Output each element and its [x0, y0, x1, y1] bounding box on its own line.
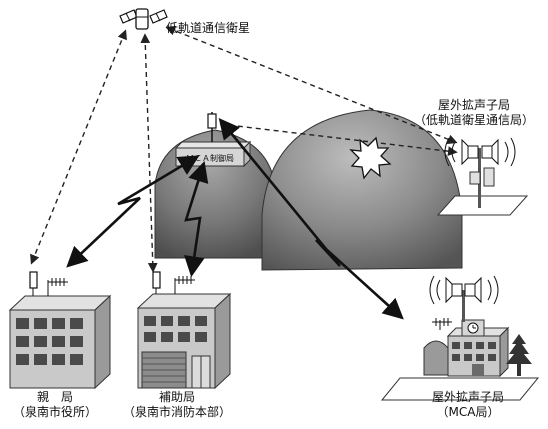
aux-station-label-line1: 補助局 [158, 390, 195, 404]
aux-station-label: 補助局 （泉南市消防本部） [112, 390, 242, 420]
parent-station-label-line2: （泉南市役所） [12, 405, 97, 419]
remote-sat-label-line2: （低軌道衛星通信局） [413, 113, 534, 127]
mca-radio-links [66, 117, 404, 320]
remote-mca-label-line1: 屋外拡声子局 [431, 390, 504, 404]
remote-sat-label-line1: 屋外拡声子局 [437, 98, 510, 112]
remote-mca-station [380, 275, 540, 401]
satellite-label: 低軌道通信衛星 [166, 20, 250, 35]
right-hill [261, 109, 463, 271]
remote-mca-label-line2: （MCA局） [436, 405, 500, 419]
loudspeaker-icon [429, 275, 499, 305]
parent-station-label-line1: 親 局 [36, 390, 73, 404]
remote-mca-label: 屋外拡声子局 （MCA局） [408, 390, 528, 420]
antenna-icon [152, 271, 195, 294]
satellite-icon [119, 8, 168, 30]
tree-icon [506, 334, 532, 376]
aux-station-building [136, 271, 232, 390]
remote-sat-station [436, 137, 529, 216]
mca-control-label: ＭＣＡ制御局 [186, 153, 234, 163]
aux-station-label-line2: （泉南市消防本部） [122, 405, 231, 419]
parent-station-building [8, 271, 112, 390]
loudspeaker-icon [444, 137, 516, 167]
remote-sat-label: 屋外拡声子局 （低軌道衛星通信局） [400, 98, 548, 128]
parent-station-label: 親 局 （泉南市役所） [0, 390, 110, 420]
antenna-icon [29, 271, 68, 296]
